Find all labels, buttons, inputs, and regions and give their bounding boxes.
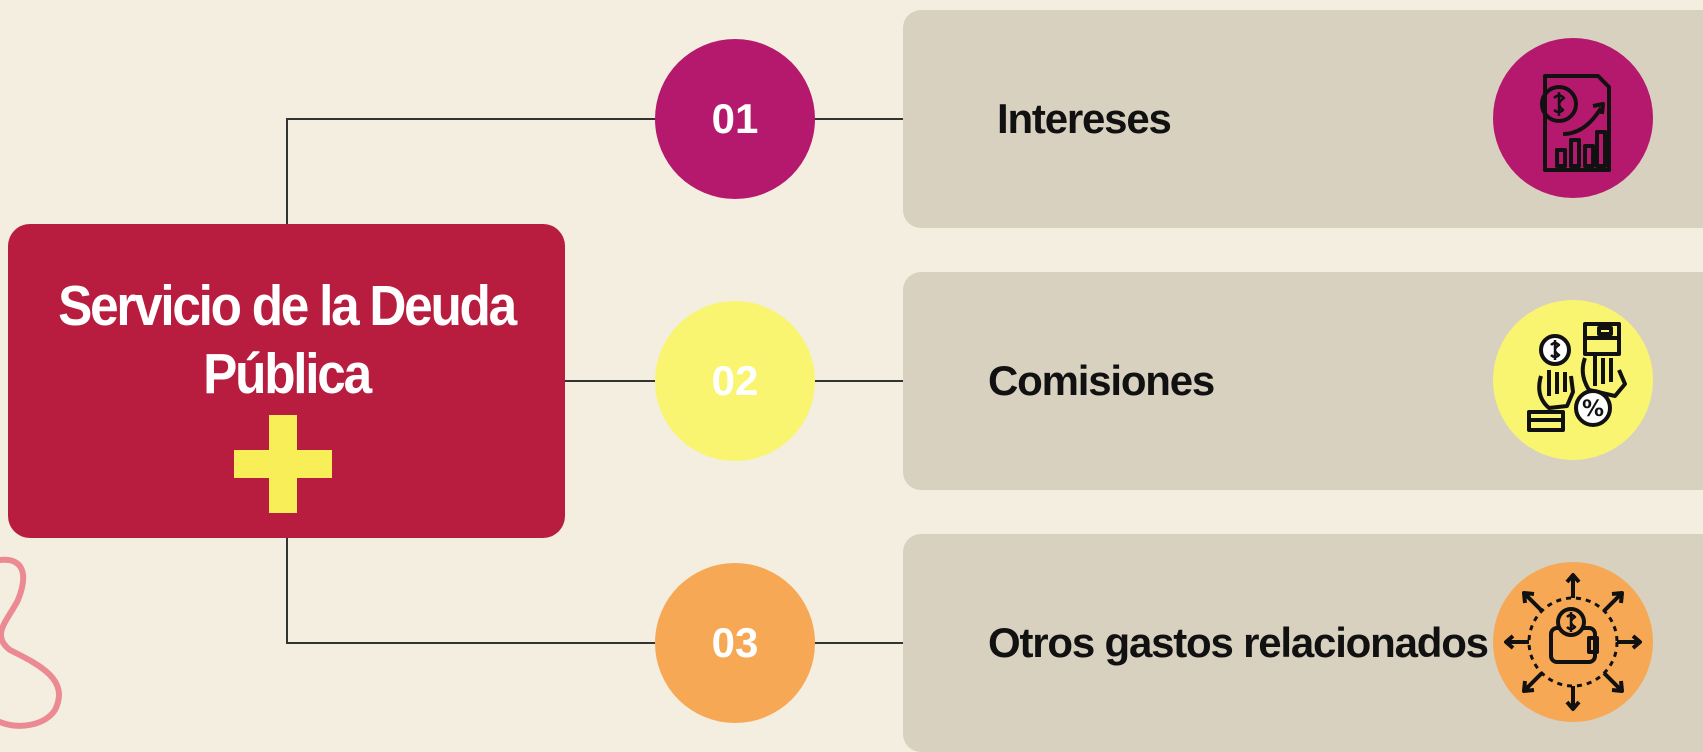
item-card-comisiones: Comisiones %	[903, 272, 1703, 490]
wallet-distribution-icon	[1493, 562, 1653, 722]
connector-03	[286, 538, 655, 644]
item-card-otros-gastos: Otros gastos relacionados	[903, 534, 1703, 752]
scribble-decoration	[0, 556, 62, 729]
number-label: 01	[711, 95, 759, 142]
number-badge-01: 01	[655, 39, 815, 199]
financial-report-icon	[1493, 38, 1653, 198]
svg-text:%: %	[1582, 397, 1604, 422]
item-label: Intereses	[997, 95, 1172, 142]
number-badge-02: 02	[655, 301, 815, 461]
money-exchange-percent-icon: %	[1493, 300, 1653, 460]
item-label: Comisiones	[988, 357, 1215, 404]
main-title: Servicio de la Deuda Pública	[58, 274, 517, 407]
main-topic-box: Servicio de la Deuda Pública	[8, 224, 565, 538]
item-card-intereses: Intereses	[903, 10, 1703, 228]
number-label: 03	[711, 619, 759, 666]
connector-01	[286, 118, 655, 224]
plus-icon	[234, 415, 332, 513]
item-label: Otros gastos relacionados	[988, 619, 1489, 666]
number-label: 02	[711, 357, 759, 404]
number-badge-03: 03	[655, 563, 815, 723]
